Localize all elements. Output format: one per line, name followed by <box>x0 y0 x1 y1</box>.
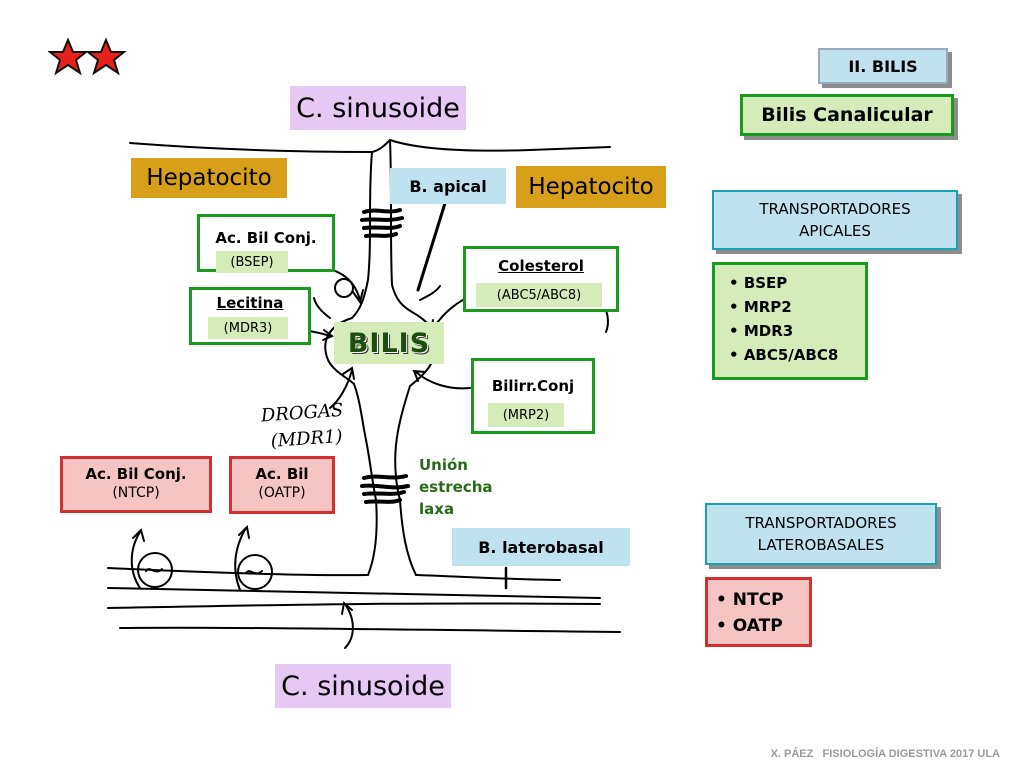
abc5-box-transporter: (ABC5/ABC8) <box>476 283 602 307</box>
slide-title: Bilis Canalicular <box>740 94 954 136</box>
abc5-box-title: Colesterol <box>498 257 584 275</box>
section-tag: II. BILIS <box>818 48 948 84</box>
ntcp-box-transporter: (NTCP) <box>112 485 160 501</box>
laterobasal-transporters-header: TRANSPORTADORES LATEROBASALES <box>705 503 937 565</box>
bile-label-text: BILIS <box>347 327 431 359</box>
slide-title-text: Bilis Canalicular <box>761 104 933 126</box>
apical-transporter-item: MRP2 <box>729 295 865 319</box>
apical-label-text: B. apical <box>409 176 487 196</box>
footer-credit-text: X. PÁEZ FISIOLOGÍA DIGESTIVA 2017 ULA <box>770 748 1000 760</box>
mrp2-box-title: Bilirr.Conj <box>491 377 575 395</box>
mdr3-box: Lecitina (MDR3) <box>189 287 311 345</box>
laterobasal-transporter-item: OATP <box>716 613 809 639</box>
section-tag-text: II. BILIS <box>848 56 918 76</box>
double-star-icon <box>47 36 128 80</box>
laterobasal-transporter-item: NTCP <box>716 587 809 613</box>
bsep-box-transporter: (BSEP) <box>216 251 288 273</box>
tight-junction-label: Unión estrecha laxa <box>419 454 519 520</box>
ntcp-box: Ac. Bil Conj. (NTCP) <box>60 456 212 513</box>
oatp-box-title: Ac. Bil <box>255 465 309 483</box>
tight-junction-line3: laxa <box>419 500 455 518</box>
bile-label: BILIS <box>334 322 444 364</box>
hepatocyte-label-right: Hepatocito <box>516 166 666 208</box>
laterobasal-transporters-header-text: TRANSPORTADORES LATEROBASALES <box>745 514 897 554</box>
hepatocyte-label-left: Hepatocito <box>131 158 287 198</box>
sinusoid-label-top-text: C. sinusoide <box>296 92 460 124</box>
tight-junction-line2: estrecha <box>419 478 493 496</box>
mdr3-box-transporter: (MDR3) <box>208 317 288 339</box>
bsep-box-title: Ac. Bil Conj. <box>215 229 317 247</box>
sinusoid-label-bottom-text: C. sinusoide <box>281 670 445 702</box>
apical-label: B. apical <box>390 168 506 204</box>
bsep-box: Ac. Bil Conj. (BSEP) <box>197 214 335 273</box>
mrp2-box: Bilirr.Conj (MRP2) <box>471 358 595 434</box>
abc5-box: Colesterol (ABC5/ABC8) <box>463 246 619 312</box>
tight-junction-line1: Unión <box>419 456 468 474</box>
apical-transporters-header: TRANSPORTADORES APICALES <box>712 190 958 250</box>
oatp-box-transporter: (OATP) <box>258 485 306 501</box>
laterobasal-label: B. laterobasal <box>452 528 630 566</box>
apical-transporter-item: MDR3 <box>729 319 865 343</box>
apical-transporter-item: ABC5/ABC8 <box>729 343 865 367</box>
mdr3-box-title: Lecitina <box>216 294 284 312</box>
ntcp-box-title: Ac. Bil Conj. <box>85 465 187 483</box>
oatp-box: Ac. Bil (OATP) <box>229 456 335 514</box>
handwritten-drugs-label: DROGAS (MDR1) <box>260 397 364 462</box>
footer-credit: X. PÁEZ FISIOLOGÍA DIGESTIVA 2017 ULA <box>600 736 1000 760</box>
mrp2-box-transporter: (MRP2) <box>488 403 564 427</box>
sinusoid-label-bottom: C. sinusoide <box>275 664 451 708</box>
apical-transporter-item: BSEP <box>729 271 865 295</box>
hepatocyte-label-left-text: Hepatocito <box>146 165 272 191</box>
apical-transporters-list: BSEP MRP2 MDR3 ABC5/ABC8 <box>712 262 868 380</box>
hepatocyte-label-right-text: Hepatocito <box>528 174 654 200</box>
laterobasal-label-text: B. laterobasal <box>478 537 604 557</box>
apical-transporters-header-text: TRANSPORTADORES APICALES <box>759 200 911 240</box>
handwritten-drugs-line2: (MDR1) <box>270 425 344 452</box>
sinusoid-label-top: C. sinusoide <box>290 86 466 130</box>
laterobasal-transporters-list: NTCP OATP <box>705 577 812 647</box>
